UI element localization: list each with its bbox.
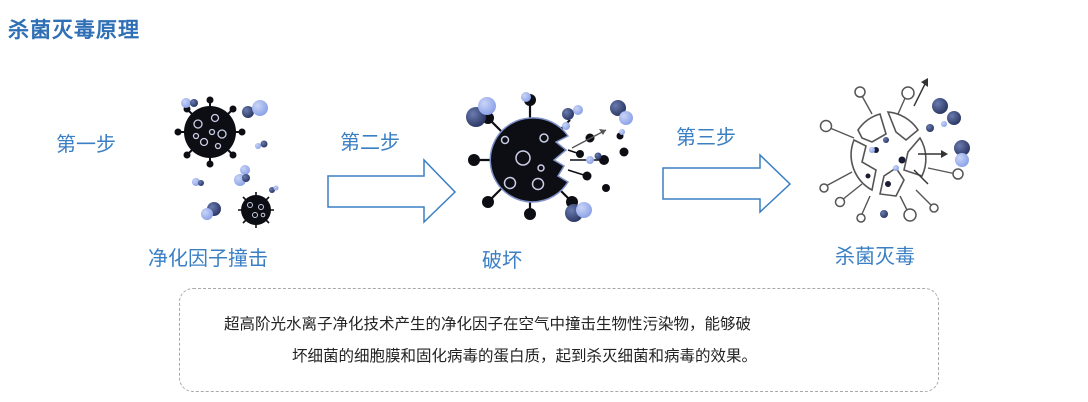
germ-destroyed-icon <box>819 78 964 223</box>
arrow-step3-icon <box>662 153 792 214</box>
purification-factors-step2 <box>466 92 633 222</box>
caption-step-one: 净化因子撞击 <box>148 246 268 270</box>
description-line-2: 坏细菌的细胞膜和固化病毒的蛋白质，起到杀灭细菌和病毒的效果。 <box>292 347 758 365</box>
germ-large-icon <box>174 96 246 168</box>
description-box <box>179 288 939 392</box>
description-line-1: 超高阶光水离子净化技术产生的净化因子在空气中撞击生物性污染物，能够破 <box>224 315 752 333</box>
step-two-label: 第二步 <box>340 130 400 154</box>
caption-step-three: 杀菌灭毒 <box>835 244 915 268</box>
diagram-illustration <box>174 78 970 228</box>
germ-small-icon <box>238 192 274 228</box>
step-one-label: 第一步 <box>56 132 116 156</box>
page-title: 杀菌灭毒原理 <box>8 18 140 42</box>
purification-factors-step1 <box>181 98 279 220</box>
caption-step-two: 破坏 <box>482 248 522 272</box>
purification-factors-step3 <box>869 98 970 218</box>
arrow-step2-icon <box>327 158 457 224</box>
step-three-label: 第三步 <box>676 125 736 149</box>
